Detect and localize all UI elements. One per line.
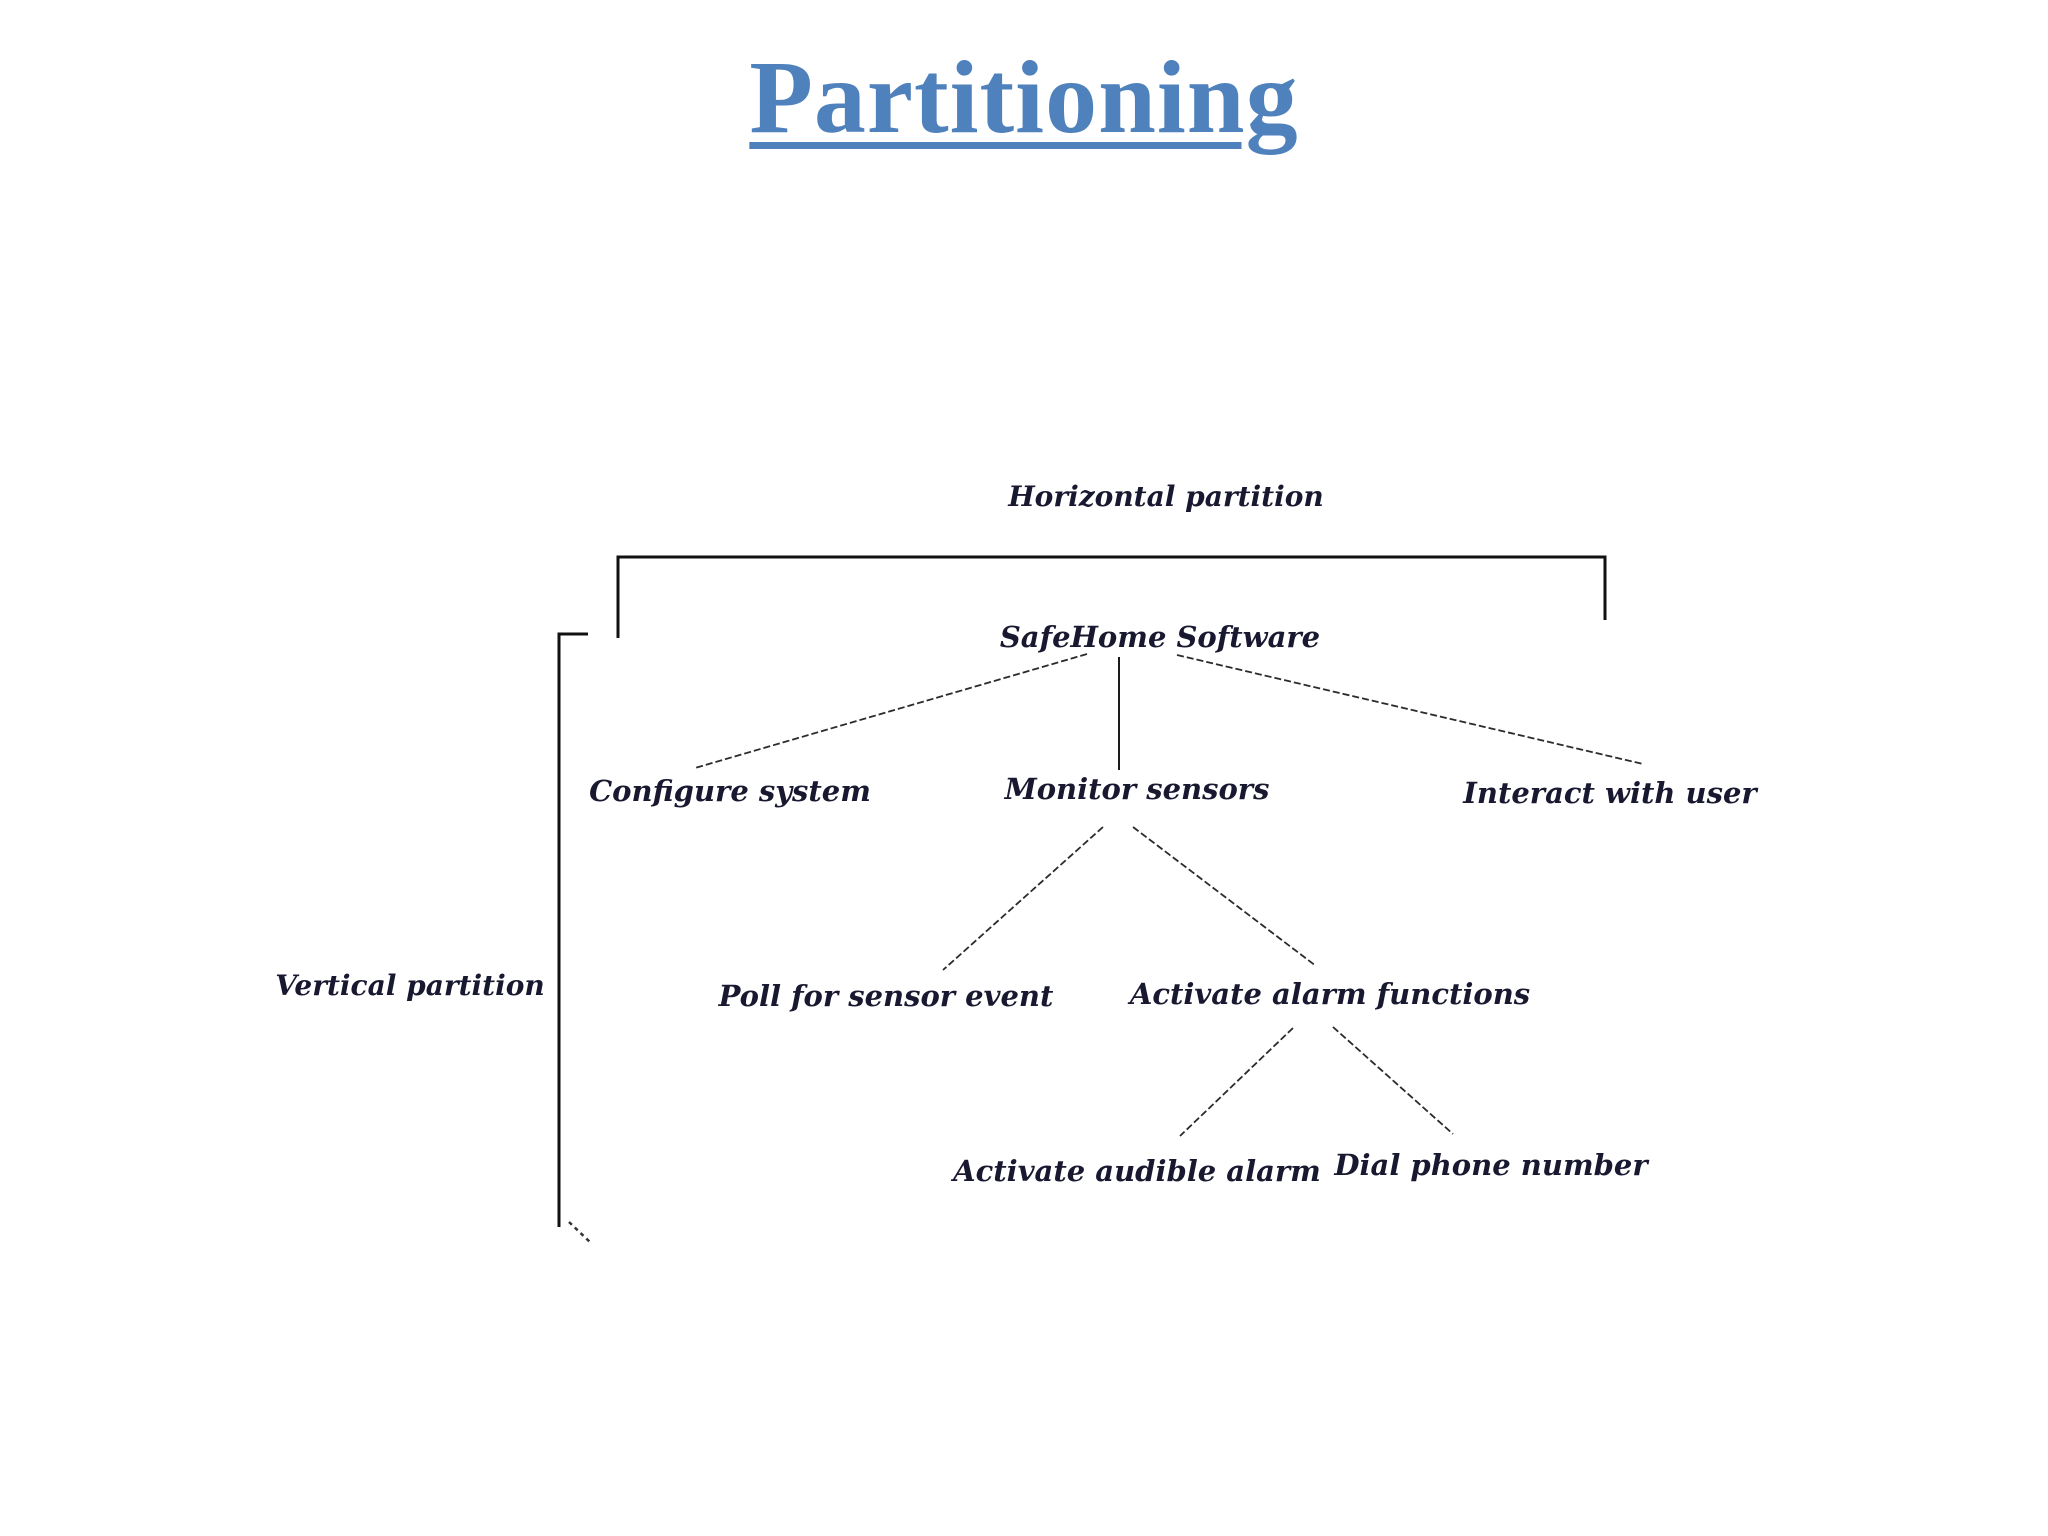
edge-root-interact bbox=[1176, 654, 1644, 765]
edge-root-configure bbox=[694, 653, 1088, 769]
tree-node-interact-with-user: Interact with user bbox=[1463, 776, 1757, 810]
vertical-partition-bracket bbox=[557, 632, 588, 1227]
edge-monitor-alarm bbox=[1132, 826, 1317, 967]
edge-alarm-dial bbox=[1332, 1026, 1454, 1135]
edge-monitor-poll bbox=[942, 826, 1104, 971]
vertical-partition-bracket-tick bbox=[568, 1221, 593, 1245]
vertical-partition-label: Vertical partition bbox=[275, 969, 545, 1002]
tree-node-activate-audible-alarm: Activate audible alarm bbox=[953, 1154, 1321, 1188]
tree-node-dial-phone-number: Dial phone number bbox=[1334, 1148, 1648, 1182]
horizontal-partition-label: Horizontal partition bbox=[1008, 480, 1324, 513]
tree-node-configure-system: Configure system bbox=[589, 774, 871, 808]
tree-node-monitor-sensors: Monitor sensors bbox=[1004, 772, 1270, 806]
tree-node-activate-alarm-functions: Activate alarm functions bbox=[1129, 977, 1531, 1011]
edge-alarm-audible bbox=[1179, 1027, 1294, 1137]
tree-node-poll-for-sensor-event: Poll for sensor event bbox=[718, 979, 1054, 1013]
slide-title-text: Partitioning bbox=[749, 40, 1299, 155]
tree-node-safehome-software: SafeHome Software bbox=[999, 620, 1321, 654]
slide-title: Partitioning bbox=[0, 38, 2048, 157]
